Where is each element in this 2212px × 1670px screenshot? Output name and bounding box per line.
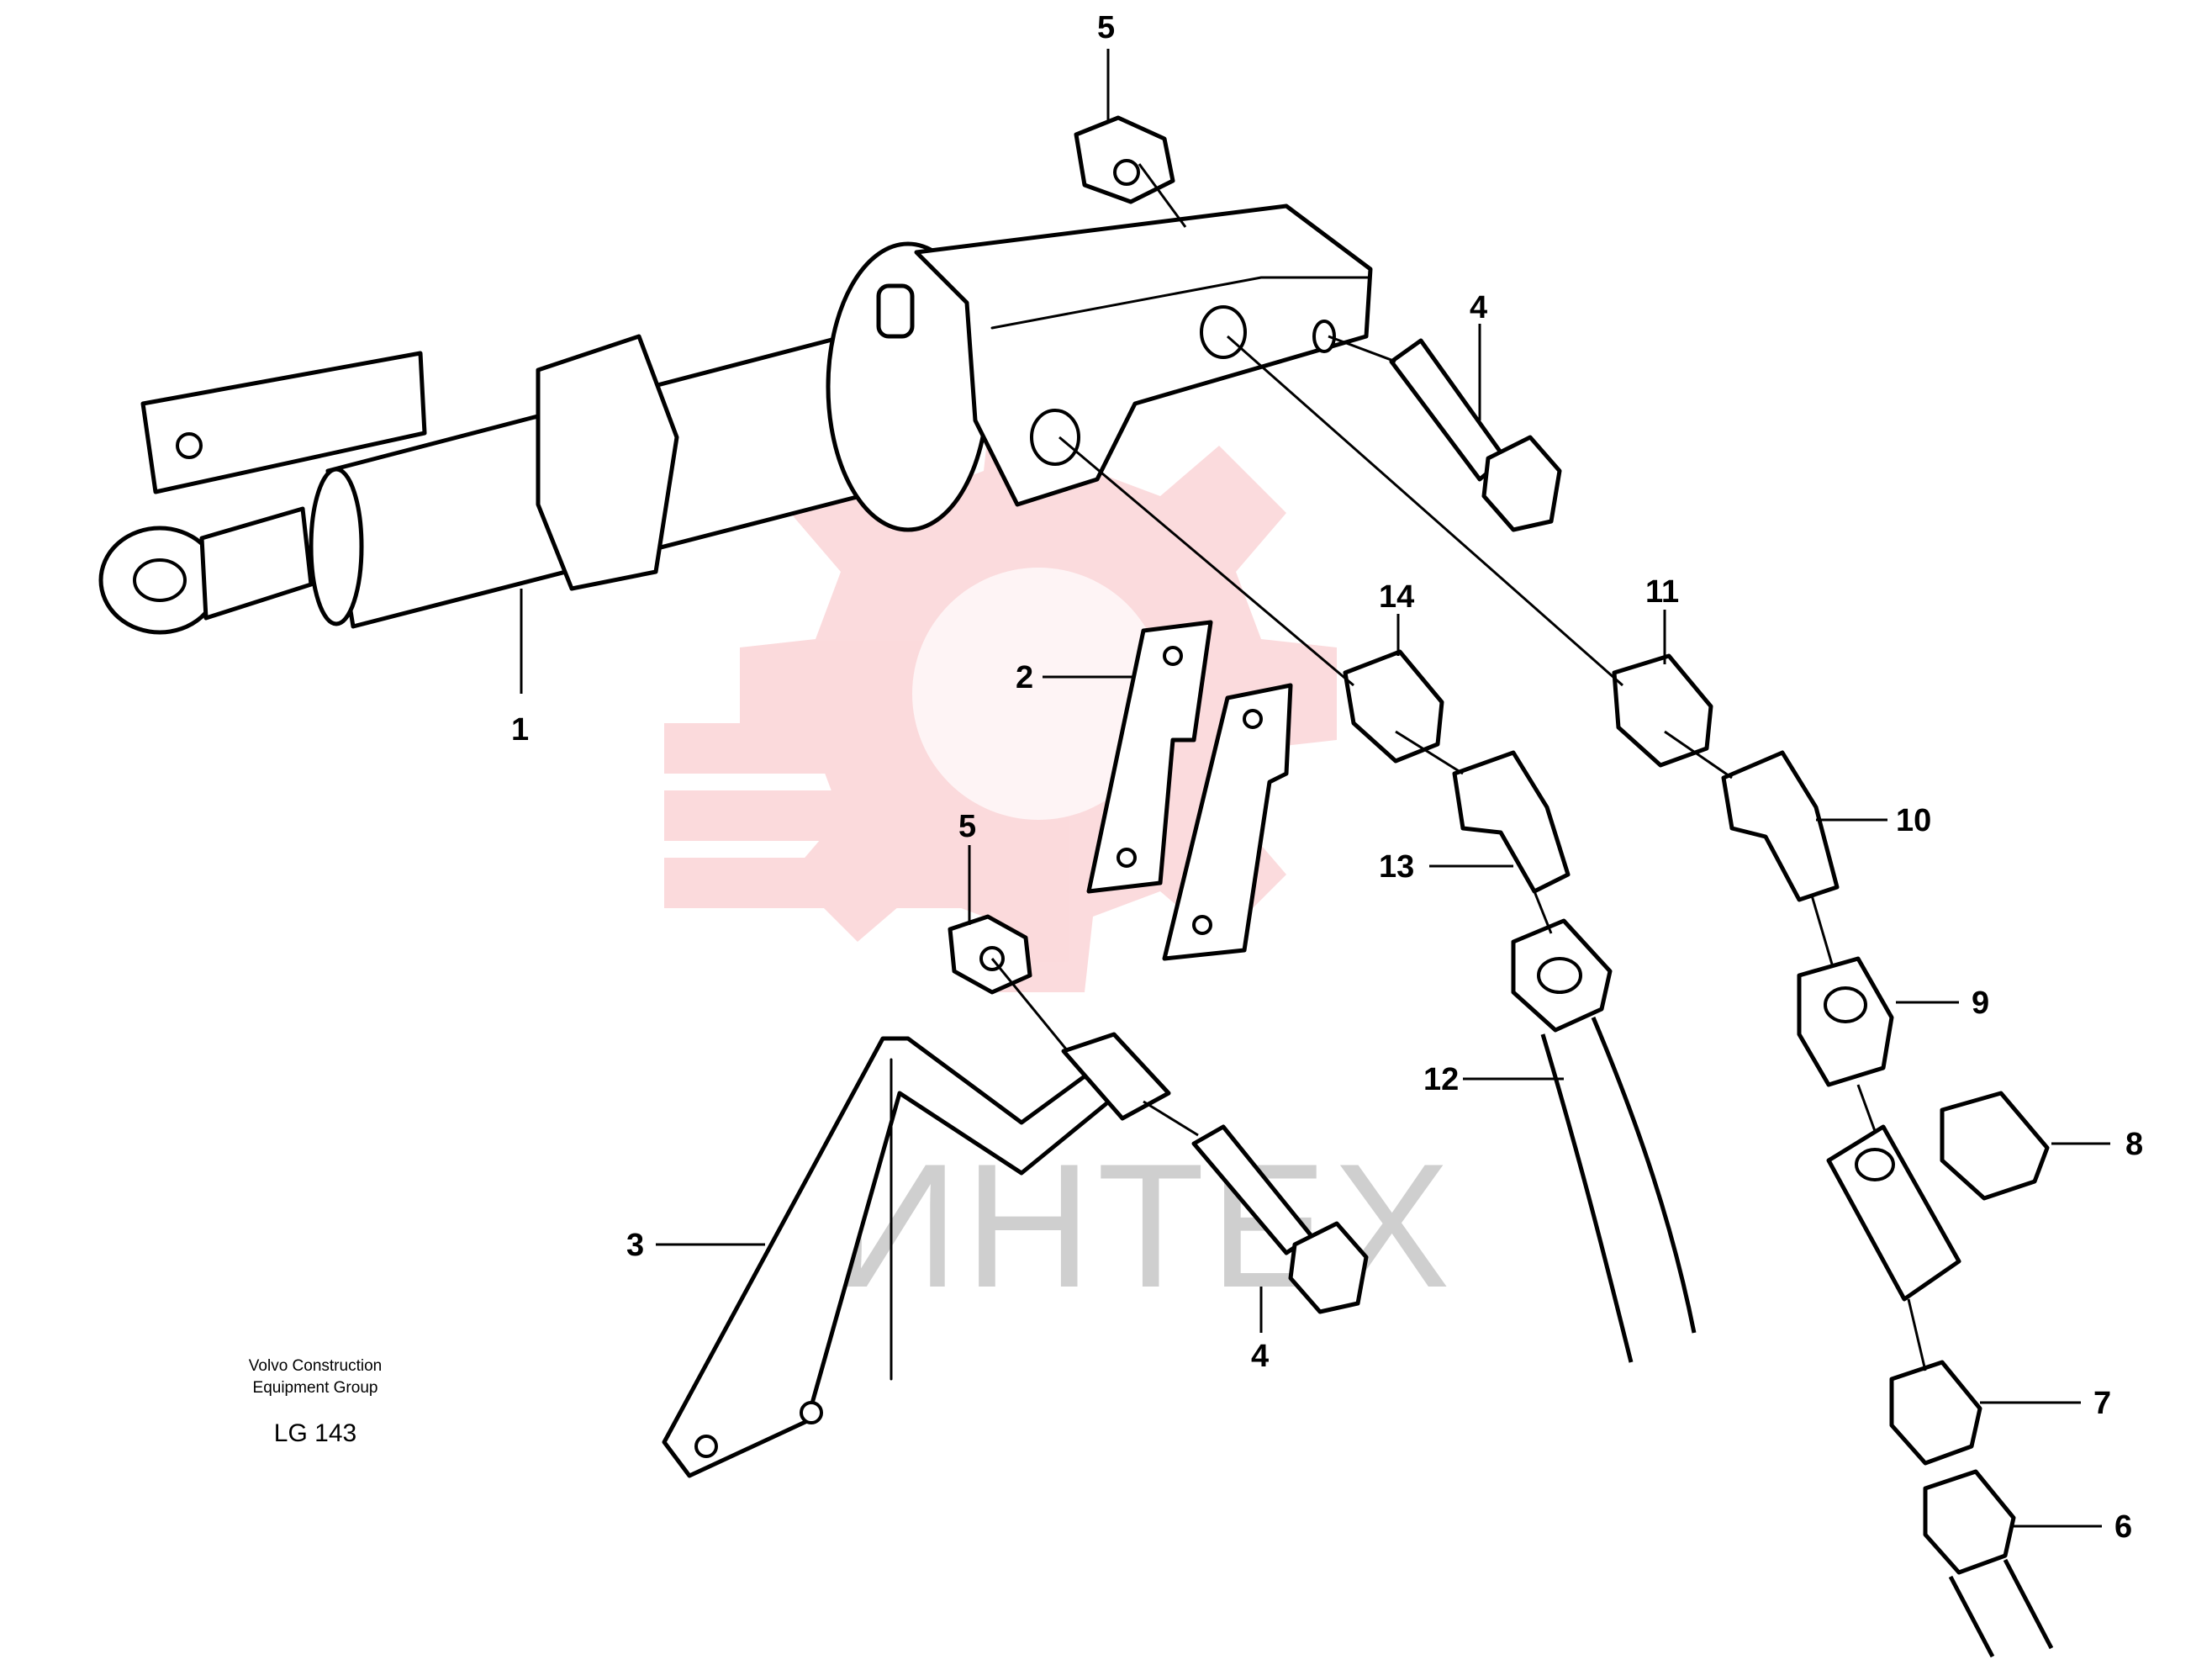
adapter-9: [1797, 956, 1894, 1087]
callout-4-top: 4: [1470, 290, 1487, 325]
caption-code: LG 143: [273, 1419, 357, 1447]
bolt-top: [1389, 338, 1562, 532]
callout-5-middle: 5: [958, 809, 976, 844]
callout-5-top: 5: [1097, 10, 1115, 45]
callout-4-lower: 4: [1251, 1339, 1269, 1374]
adapter-11: [1612, 653, 1713, 768]
callout-9: 9: [1972, 986, 1989, 1021]
callout-13: 13: [1379, 849, 1414, 885]
plates: [1086, 620, 1293, 961]
callout-11: 11: [1645, 574, 1679, 610]
callout-14: 14: [1379, 579, 1414, 615]
hose-6: [1923, 1469, 2054, 1658]
callout-leaders: [520, 49, 2110, 1528]
caption-org-line2: Equipment Group: [252, 1379, 378, 1397]
assembly-lines: [990, 163, 1927, 1371]
callout-2: 2: [1016, 660, 1033, 695]
caption-org-line1: Volvo Construction: [248, 1357, 383, 1375]
callout-3: 3: [626, 1228, 644, 1263]
callout-1: 1: [511, 712, 529, 748]
elbow-10: [1721, 750, 1840, 902]
caption-organization: Volvo Construction Equipment Group: [210, 1356, 420, 1399]
adapter-14: [1343, 649, 1444, 764]
hydraulic-cylinder: [98, 203, 1373, 635]
callout-10: 10: [1896, 803, 1931, 838]
watermark-logo-center: [912, 568, 1164, 820]
callouts: 5 4 1 14 11 2 10 13 5 9 12 8 3 4 7 6: [511, 10, 2143, 1545]
bolt-lower: [1191, 1124, 1369, 1314]
nut-top: [1074, 115, 1175, 204]
callout-6: 6: [2114, 1509, 2132, 1545]
hose-12: [1511, 918, 1697, 1363]
elbow-13: [1452, 750, 1571, 894]
bracket: [662, 1032, 1171, 1478]
callout-8: 8: [2125, 1127, 2143, 1162]
tee-block: [1826, 1091, 2050, 1302]
adapter-7: [1889, 1360, 1982, 1466]
callout-12: 12: [1423, 1062, 1459, 1097]
callout-7: 7: [2093, 1386, 2111, 1421]
watermark-text: ИНТЕХ: [832, 1127, 1455, 1324]
